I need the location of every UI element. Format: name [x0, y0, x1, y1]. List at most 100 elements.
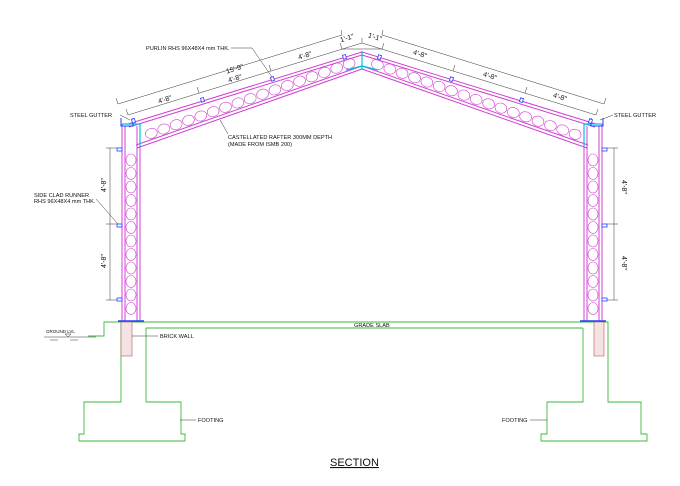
- castellation-opening: [145, 128, 158, 139]
- rafter-left: [127, 51, 363, 149]
- leader-gutter-right: [599, 114, 614, 121]
- gutter-right: [590, 118, 604, 127]
- castellation-opening: [587, 234, 599, 248]
- castellation-opening: [125, 275, 137, 288]
- rafter-right: [361, 51, 597, 149]
- leader-lines: [44, 47, 614, 421]
- castellation-opening: [125, 194, 137, 207]
- ridge-cyan-left: [361, 65, 379, 71]
- castellation-opening: [544, 120, 557, 131]
- label-steel-gutter-right: STEEL GUTTER: [614, 113, 656, 119]
- knee-plate-left: [122, 123, 141, 147]
- castellation-opening: [383, 63, 397, 75]
- label-grade-slab: GRADE SLAB: [354, 323, 390, 329]
- dim-right-slope-1: 4'-8": [412, 49, 428, 60]
- label-purlin: PURLIN RHS 96X48X4 mm THK.: [146, 46, 230, 52]
- dimension-lines: [106, 29, 618, 301]
- castellation-opening: [125, 261, 137, 275]
- castellation-opening: [125, 153, 137, 167]
- dim-right-col-upper: 4'-8": [620, 180, 627, 194]
- castellation-opening: [587, 261, 599, 275]
- castellation-opening: [125, 167, 137, 180]
- label-rafter-1: CASTELLATED RAFTER 300MM DEPTH: [228, 135, 332, 141]
- castellation-opening: [568, 128, 582, 140]
- castellation-opening: [125, 221, 137, 234]
- dim-right-col-lower: 4'-8": [620, 256, 627, 270]
- castellation-opening: [587, 302, 599, 315]
- castellation-opening: [587, 153, 599, 167]
- label-side-clad-1: SIDE CLAD RUNNER: [34, 193, 89, 199]
- label-footing-left: FOOTING: [198, 418, 223, 424]
- castellation-opening: [587, 167, 599, 180]
- column-cells-left: [125, 153, 137, 315]
- ground-level-arrow: [64, 333, 72, 338]
- drawing-title: SECTION: [330, 457, 379, 469]
- footing-right-outline: [540, 321, 648, 442]
- castellation-opening: [420, 76, 434, 88]
- castellation-opening: [125, 180, 137, 194]
- label-footing-right: FOOTING: [502, 418, 527, 424]
- castellation-opening: [206, 106, 220, 117]
- leader-rafter: [219, 119, 229, 135]
- side-clad-runners: [116, 147, 608, 302]
- dim-ridge-right: 1'-1": [367, 32, 383, 43]
- castellation-opening: [231, 97, 245, 109]
- dim-overall-left: 15'-9": [225, 64, 245, 76]
- leader-side-clad: [95, 198, 119, 225]
- dim-left-slope-1: 4'-8": [157, 95, 173, 106]
- castellation-opening: [243, 93, 257, 104]
- brick-wall-left: [120, 321, 133, 357]
- label-ground-level: GROUND LVL: [46, 329, 75, 334]
- castellation-opening: [587, 248, 599, 261]
- castellation-opening: [587, 207, 599, 221]
- leader-gutter-left: [119, 114, 131, 121]
- castellation-opening: [125, 207, 137, 221]
- label-brick-wall: BRICK WALL: [160, 334, 194, 340]
- dim-left-col-lower: 4'-8": [101, 254, 108, 268]
- text-labels: PURLIN RHS 96X48X4 mm THK. STEEL GUTTER …: [34, 46, 656, 469]
- column-cells-right: [587, 153, 599, 315]
- dim-right-slope-2: 4'-8": [482, 71, 498, 82]
- ridge-cyan-right: [345, 65, 363, 71]
- label-steel-gutter-left: STEEL GUTTER: [70, 113, 112, 119]
- castellation-opening: [445, 85, 458, 97]
- castellation-opening: [125, 234, 137, 248]
- castellation-opening: [125, 302, 137, 315]
- castellation-opening: [268, 84, 282, 96]
- columns: [121, 124, 603, 322]
- castellation-opening: [408, 72, 421, 84]
- castellation-opening: [293, 75, 306, 87]
- castellation-opening: [256, 88, 269, 100]
- castellation-opening: [281, 80, 294, 91]
- castellation-opening: [587, 194, 599, 207]
- dim-left-slope-3: 4'-8": [297, 51, 313, 62]
- castellation-opening: [125, 248, 137, 261]
- castellation-opening: [519, 111, 532, 123]
- purlins: [130, 54, 593, 124]
- brick-wall-right: [593, 321, 605, 357]
- footing-left-outline: [78, 322, 186, 442]
- rafter-cells-left: [145, 58, 356, 139]
- castellation-opening: [469, 94, 483, 105]
- castellation-opening: [395, 67, 409, 79]
- dimension-texts: 1'-1" 1'-1" 15'-9" 4'-8" 4'-8" 4'-8" 4'-…: [101, 32, 627, 270]
- dim-left-col-upper: 4'-8": [101, 178, 108, 192]
- castellation-opening: [482, 98, 495, 110]
- castellation-opening: [587, 221, 599, 234]
- castellation-opening: [494, 102, 508, 114]
- castellation-opening: [330, 62, 343, 74]
- castellation-opening: [194, 110, 208, 122]
- leader-purlin: [231, 47, 273, 78]
- castellation-opening: [157, 123, 171, 135]
- castellation-opening: [432, 81, 446, 92]
- castellation-opening: [219, 101, 232, 113]
- rafters: [127, 51, 597, 149]
- connection-plates: [122, 51, 602, 147]
- castellation-opening: [587, 275, 599, 288]
- dim-right-slope-3: 4'-8": [552, 92, 568, 103]
- column-left: [121, 124, 141, 322]
- label-side-clad-2: RHS 96X48X4 mm THK.: [34, 199, 96, 205]
- dim-left-slope-2: 4'-8": [227, 74, 243, 85]
- castellation-opening: [457, 89, 471, 101]
